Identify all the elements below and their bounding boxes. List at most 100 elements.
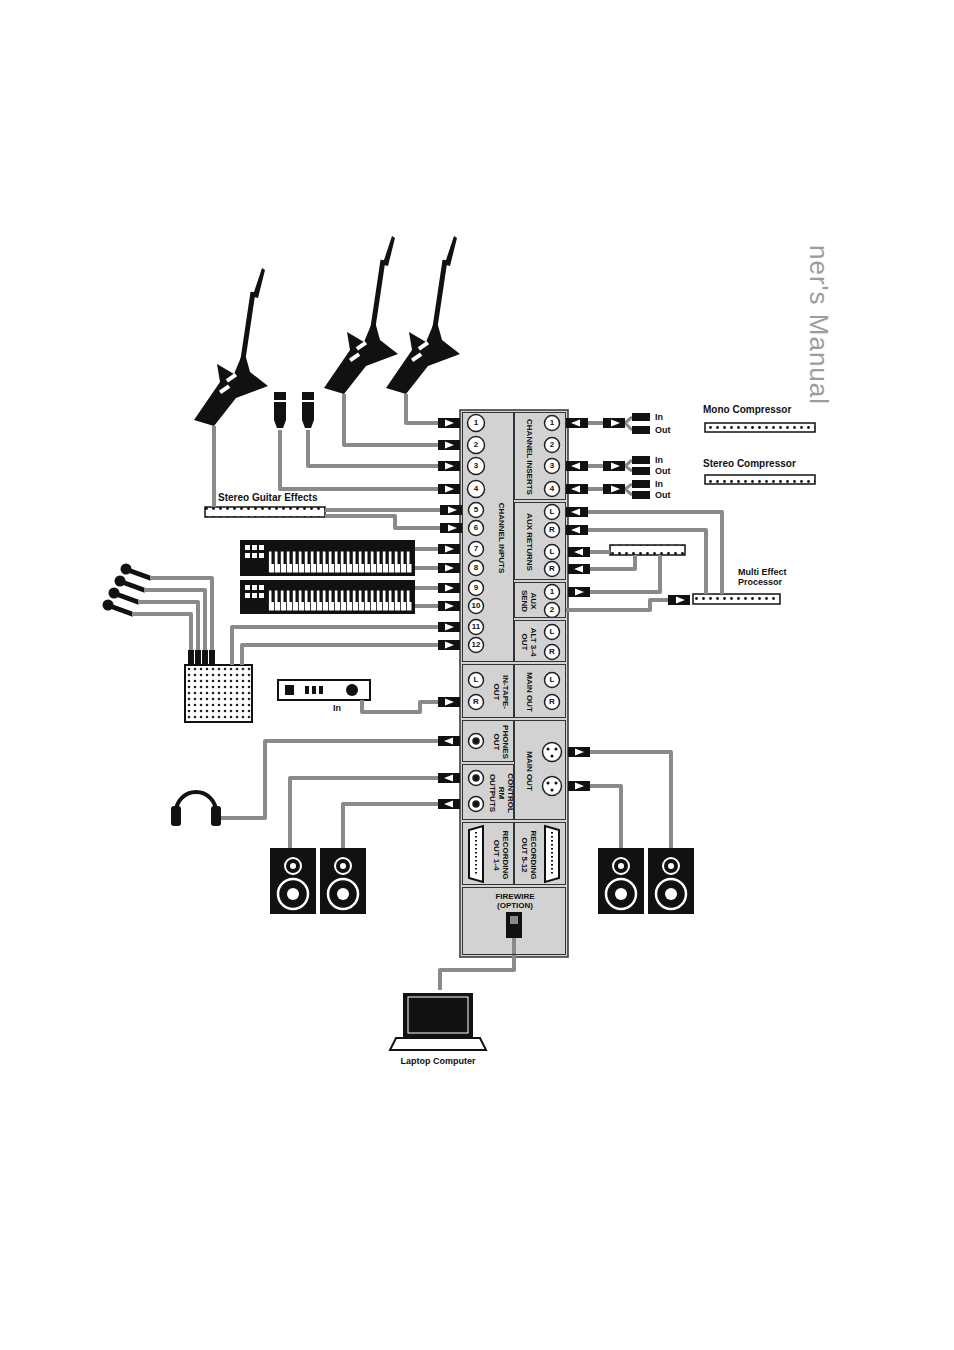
panel-section: MAIN OUT	[514, 720, 566, 820]
guitar-icon	[194, 268, 268, 426]
plug-icon	[506, 912, 522, 938]
jack-letter: R	[549, 526, 555, 534]
device-box: Mono Compressor	[625, 404, 822, 436]
keyboard-icon	[245, 593, 250, 598]
keyboard-icon	[268, 590, 412, 611]
keyboard-icon	[252, 593, 257, 598]
cable	[625, 466, 632, 471]
jack-socket	[555, 782, 558, 785]
rack-device	[693, 594, 780, 604]
handheld-microphone	[103, 564, 151, 615]
guitar-icon	[194, 236, 460, 426]
jack-socket	[545, 603, 560, 618]
cable	[625, 423, 632, 430]
keyboard-icon	[259, 593, 264, 598]
cable	[344, 394, 438, 445]
jack-letter: R	[549, 648, 555, 656]
jack-socket	[545, 673, 560, 688]
tape-device-icon	[319, 686, 323, 694]
panel-section: AUX SEND	[514, 582, 566, 618]
cable	[132, 614, 191, 650]
panel-section: RECORDING OUT 1-4	[462, 822, 514, 885]
jack-number: 3	[474, 462, 478, 470]
jack-socket	[469, 797, 484, 812]
jack-socket	[545, 695, 560, 710]
jack-letter: R	[473, 698, 479, 706]
device-box: Multi Effect Processor	[690, 566, 808, 606]
section-label: CONTROL RM OUTPUTS	[488, 768, 515, 818]
cable	[512, 938, 516, 955]
keyboard-icon	[240, 580, 415, 614]
jack-letter: R	[549, 698, 555, 706]
tape-device-icon	[278, 680, 370, 700]
speaker-icon	[598, 848, 644, 914]
jack-number: 1	[474, 419, 478, 427]
jack-socket	[543, 777, 562, 796]
jack-socket	[545, 545, 560, 560]
tape-device-icon	[285, 685, 294, 695]
device-name: Stereo Guitar Effects	[218, 492, 330, 504]
laptop-icon	[403, 993, 473, 1038]
device-name: Stereo Compressor	[703, 458, 820, 470]
keyboard-icon	[268, 551, 412, 573]
jack-socket	[545, 585, 560, 600]
jack-socket	[469, 638, 484, 653]
section-label: ALT 3-4 OUT	[520, 624, 538, 660]
jack-socket	[543, 743, 562, 762]
headphones-icon	[171, 792, 221, 826]
jack-socket	[545, 438, 560, 453]
jack-number: 2	[550, 606, 554, 614]
plug-icon	[438, 601, 460, 611]
jack-socket	[468, 481, 485, 498]
cable-connector	[566, 512, 722, 566]
jack-socket	[469, 542, 484, 557]
tape-device-icon	[346, 684, 358, 696]
port-label: In	[655, 480, 663, 489]
port-label: In	[655, 413, 663, 422]
panel-section: CHANNEL INSERTS	[514, 412, 566, 500]
jack-socket	[469, 620, 484, 635]
jack-socket	[547, 748, 550, 751]
cable	[212, 426, 216, 507]
jack-socket	[469, 581, 484, 596]
plug-icon	[438, 697, 460, 707]
section-label: MAIN OUT	[525, 668, 534, 716]
plug-icon	[632, 456, 650, 464]
tape-device-icon	[305, 686, 309, 694]
guitar-icon	[324, 236, 398, 394]
jack-letter: L	[550, 508, 555, 516]
cable-connector	[566, 530, 706, 566]
mixer-panel	[460, 410, 568, 957]
cable-connector	[566, 421, 625, 425]
cable	[325, 514, 332, 518]
panel-section: ALT 3-4 OUT	[514, 620, 566, 662]
cable	[242, 645, 438, 665]
cable-connector	[566, 487, 625, 491]
small-mixer-icon	[202, 650, 208, 665]
jack-socket	[545, 645, 560, 660]
plug-icon	[438, 736, 460, 746]
cable	[415, 566, 438, 570]
plug-icon	[438, 563, 460, 573]
handheld-microphone	[110, 606, 132, 614]
jack-socket	[473, 738, 479, 744]
cable-connector	[566, 464, 625, 468]
port-label: Out	[655, 491, 671, 500]
jack-number: 3	[550, 462, 554, 470]
keyboard-icon	[245, 553, 250, 558]
jack-socket	[555, 748, 558, 751]
section-label: AUX SEND	[520, 586, 538, 616]
jack-socket	[551, 789, 554, 792]
headphones-icon	[176, 792, 216, 812]
jack-socket	[473, 775, 479, 781]
jack-socket	[545, 625, 560, 640]
keyboard-icon	[252, 545, 257, 550]
jack-number: 4	[550, 485, 554, 493]
handheld-microphone	[109, 588, 120, 599]
panel-section: FIREWIRE (OPTION)	[462, 887, 566, 955]
keyboard-icon	[245, 545, 250, 550]
microphone-icon	[274, 392, 286, 428]
tape-device-icon	[278, 680, 370, 700]
jack-socket	[468, 458, 485, 475]
